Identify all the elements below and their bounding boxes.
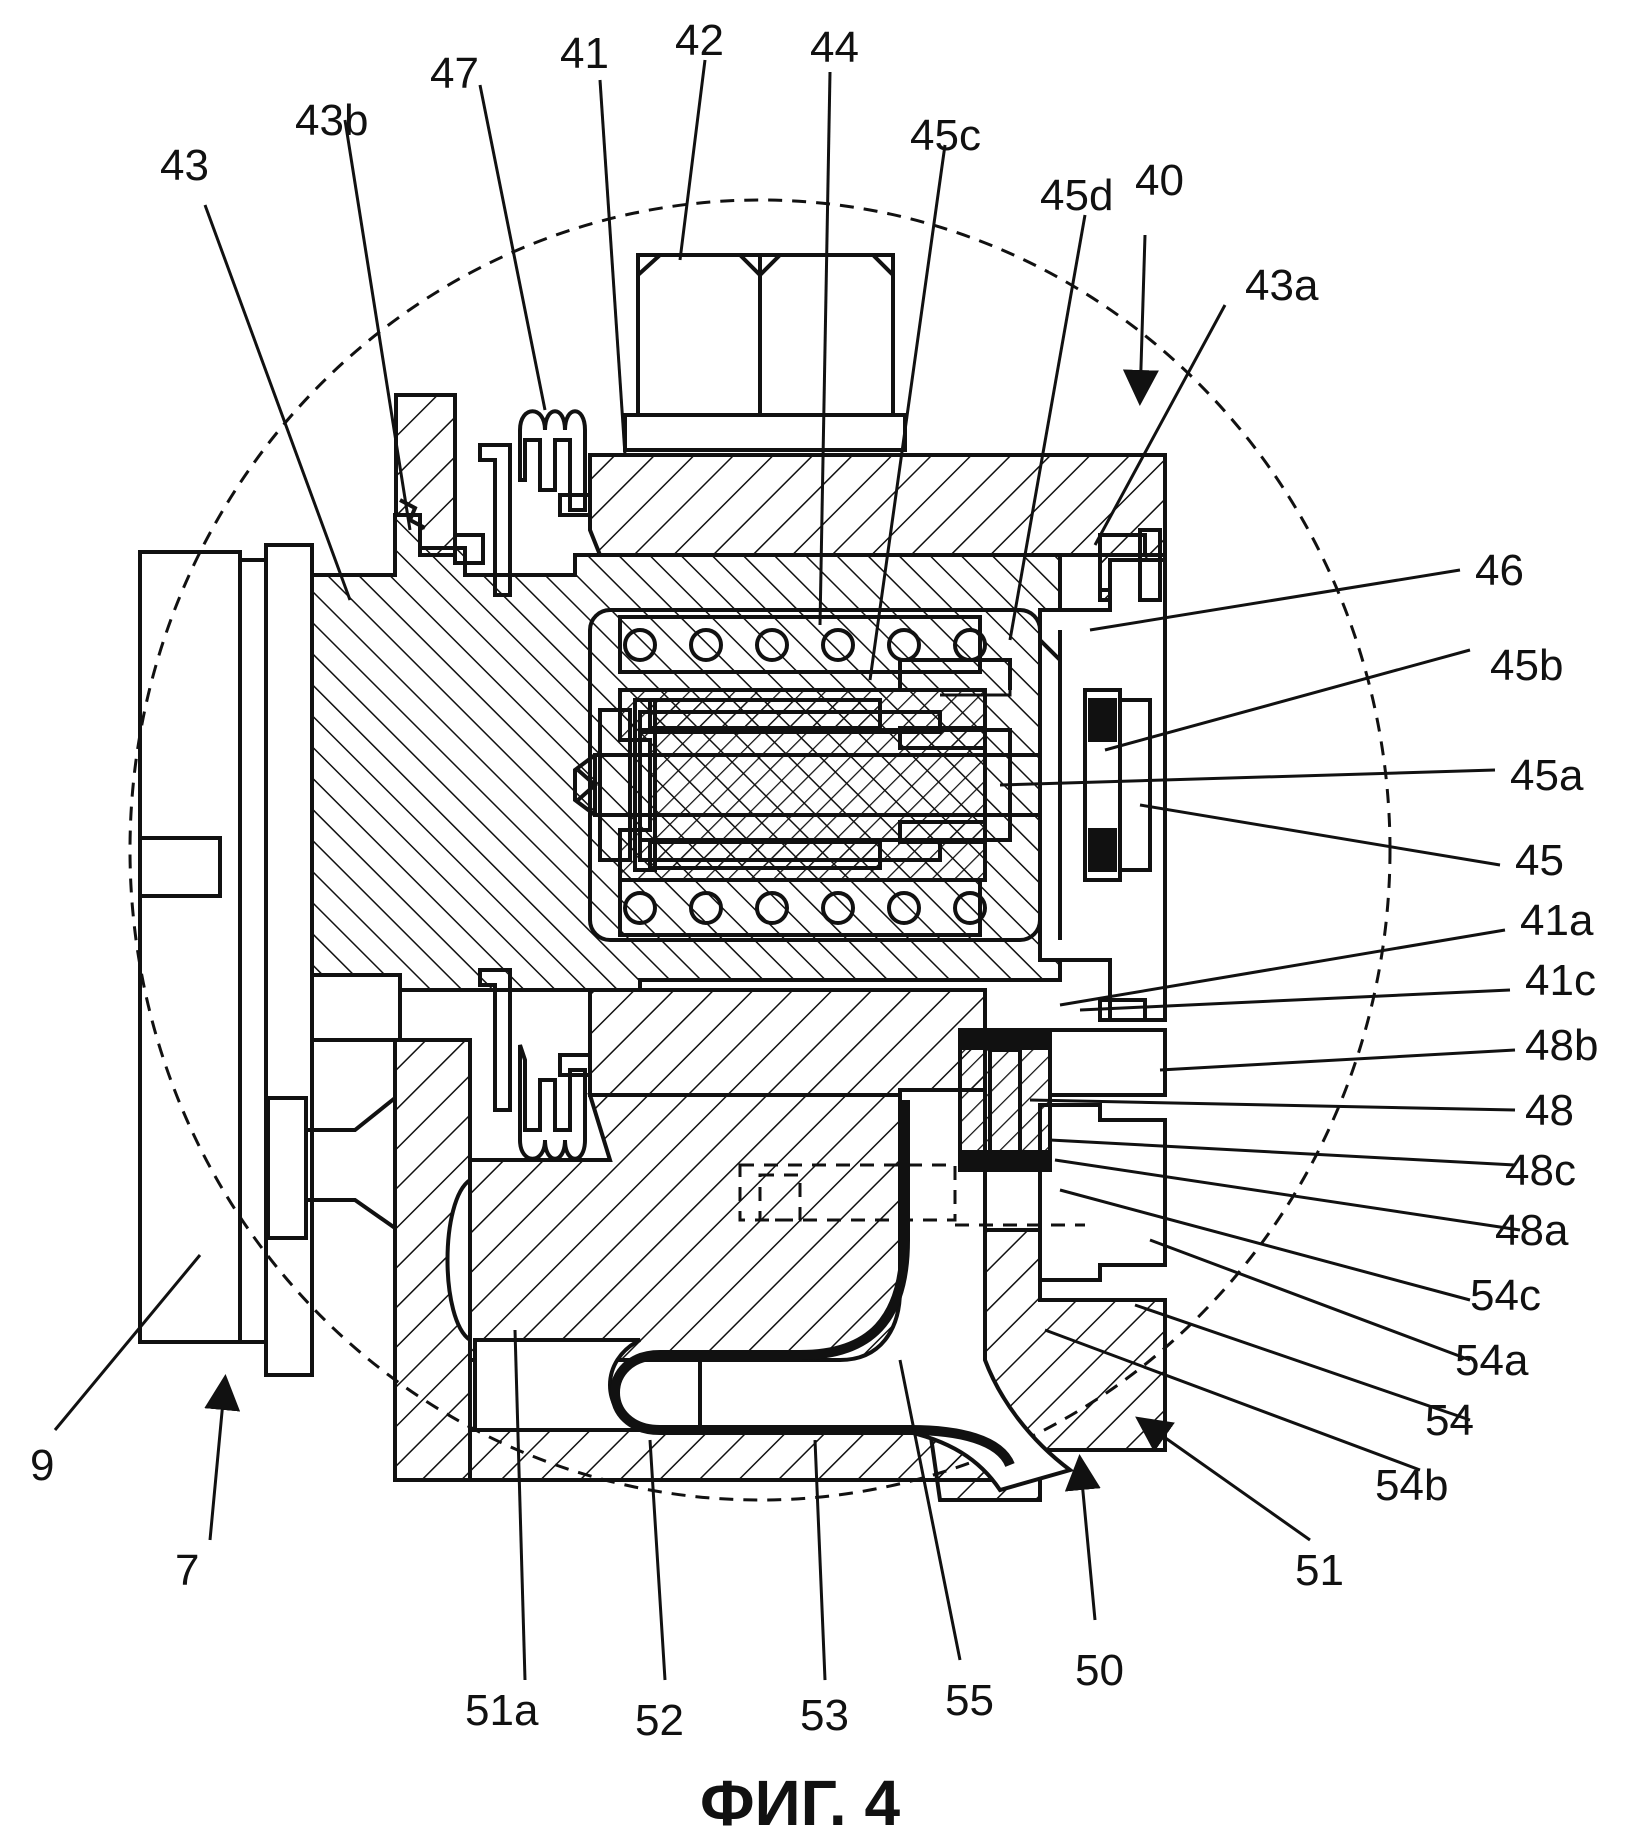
label-44: 44 — [810, 23, 859, 72]
tube-53 — [610, 1100, 1015, 1468]
core-45c — [618, 658, 1012, 882]
passage-55 — [698, 1088, 1075, 1493]
label-43: 43 — [160, 141, 209, 190]
coil-winding — [689, 891, 723, 925]
coil-winding — [623, 628, 657, 662]
label-41c: 41c — [1525, 956, 1596, 1005]
coil-winding — [821, 628, 855, 662]
figure-caption: ФИГ. 4 — [700, 1767, 900, 1839]
hidden-part — [738, 1163, 1085, 1227]
label-45c: 45c — [910, 111, 981, 160]
label-52: 52 — [635, 1696, 684, 1745]
plunger-45b — [638, 710, 987, 862]
label-45d: 45d — [1040, 171, 1113, 220]
coil-bottom-row — [623, 891, 987, 925]
label-51: 51 — [1295, 1546, 1344, 1595]
valve-seat-54 — [1038, 1103, 1167, 1282]
end-fitting-46 — [1038, 528, 1167, 1022]
plate-7 — [238, 543, 314, 1377]
label-41a: 41a — [1520, 896, 1594, 945]
label-47: 47 — [430, 49, 479, 98]
label-53: 53 — [800, 1691, 849, 1740]
label-7: 7 — [175, 1546, 199, 1595]
nut-42 — [623, 253, 907, 452]
label-54: 54 — [1425, 1396, 1474, 1445]
coil-winding — [689, 628, 723, 662]
coil-winding — [755, 891, 789, 925]
label-48c: 48c — [1505, 1146, 1576, 1195]
label-51a: 51a — [465, 1686, 539, 1735]
label-54a: 54a — [1455, 1336, 1529, 1385]
detail-circle — [128, 198, 1392, 1502]
coil-winding — [623, 891, 657, 925]
label-41: 41 — [560, 29, 609, 78]
labels: 42 44 41 47 43b 43 45c 45d 40 43a 46 45b… — [30, 16, 1598, 1745]
coil-winding — [887, 891, 921, 925]
label-54c: 54c — [1470, 1271, 1541, 1320]
label-40: 40 — [1135, 156, 1184, 205]
bellows-47-bottom — [478, 968, 592, 1161]
label-48b: 48b — [1525, 1021, 1598, 1070]
label-45a: 45a — [1510, 751, 1584, 800]
label-43b: 43b — [295, 96, 368, 145]
groove-45d — [940, 660, 1012, 697]
coil-winding — [755, 628, 789, 662]
leader-lines — [53, 59, 1521, 1681]
label-9: 9 — [30, 1441, 54, 1490]
label-54b: 54b — [1375, 1461, 1448, 1510]
coil-winding — [953, 891, 987, 925]
label-48: 48 — [1525, 1086, 1574, 1135]
coil-winding — [821, 891, 855, 925]
label-43a: 43a — [1245, 261, 1319, 310]
flange-43b — [394, 393, 485, 565]
label-48a: 48a — [1495, 1206, 1569, 1255]
label-42: 42 — [675, 16, 724, 65]
label-50: 50 — [1075, 1646, 1124, 1695]
label-46: 46 — [1475, 546, 1524, 595]
label-55: 55 — [945, 1676, 994, 1725]
bellows-47-top — [478, 409, 592, 597]
label-45b: 45b — [1490, 641, 1563, 690]
label-45: 45 — [1515, 836, 1564, 885]
coil-top-row — [623, 628, 987, 662]
stud — [304, 1093, 397, 1232]
